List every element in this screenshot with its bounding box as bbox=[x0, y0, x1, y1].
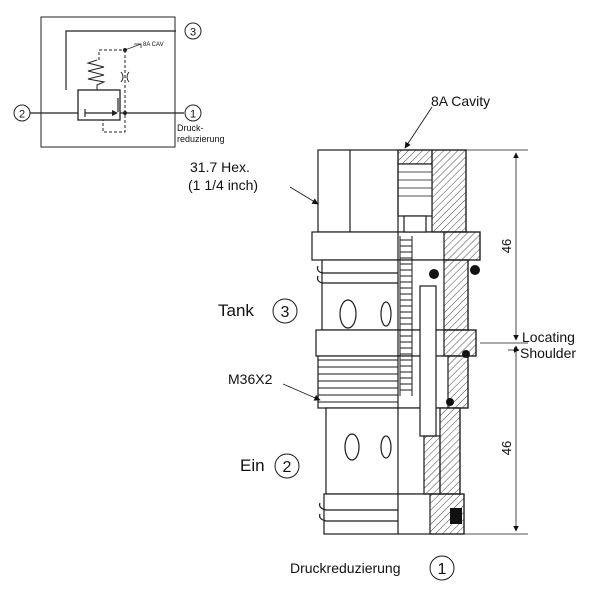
cavity-leader bbox=[404, 106, 433, 149]
adjust-screw bbox=[397, 163, 433, 217]
callout-leaders bbox=[282, 106, 433, 401]
valve-spool-box bbox=[77, 89, 121, 121]
locating-shoulder-label-2: Shoulder bbox=[520, 345, 576, 361]
schematic-function-label-1: Druck- bbox=[177, 123, 204, 133]
tank-port-number: 3 bbox=[281, 304, 290, 321]
hex-label-line2: (1 1/4 inch) bbox=[188, 177, 258, 193]
hex-label-line1: 31.7 Hex. bbox=[190, 159, 250, 175]
tank-port-circle bbox=[272, 298, 298, 324]
port-2-circle bbox=[13, 104, 31, 122]
tank-label: Tank bbox=[218, 301, 254, 320]
tank-port-hole-2 bbox=[380, 301, 392, 327]
pilot-dashed-line bbox=[98, 49, 126, 133]
in-port-circle bbox=[274, 453, 300, 479]
bottom-function-label: Druckreduzierung bbox=[290, 560, 401, 576]
bottom-port-number: 1 bbox=[438, 561, 447, 578]
tank-port-hole bbox=[339, 299, 357, 329]
thread-leader bbox=[282, 383, 321, 401]
cavity-label: 8A Cavity bbox=[431, 93, 490, 109]
orifice-icon bbox=[120, 71, 130, 83]
in-port-number: 2 bbox=[283, 459, 292, 476]
section-hatch-head bbox=[431, 149, 467, 233]
spring-icon bbox=[86, 59, 106, 90]
section-view bbox=[397, 149, 481, 535]
schematic-line-port-3 bbox=[65, 30, 176, 90]
schematic-border bbox=[40, 16, 176, 148]
inlet-port-hole-2 bbox=[380, 435, 392, 459]
thread-section bbox=[317, 355, 469, 409]
spool bbox=[419, 285, 437, 437]
o-rings-black bbox=[429, 265, 480, 524]
inlet-port-hole bbox=[344, 433, 360, 461]
bottom-port-circle bbox=[429, 555, 455, 581]
in-label: Ein bbox=[240, 456, 265, 475]
port-3-circle bbox=[184, 22, 202, 40]
dim-upper-value: 46 bbox=[499, 239, 514, 253]
port-holes bbox=[339, 299, 392, 461]
schematic-function-label-2: reduzierung bbox=[177, 134, 225, 144]
spring-section-icon bbox=[399, 236, 413, 396]
schematic-cavity-tag: 8A CAV bbox=[143, 42, 164, 48]
dimension-lines bbox=[464, 149, 528, 535]
thread-lines bbox=[318, 359, 398, 403]
port-2-number: 2 bbox=[19, 109, 25, 121]
o-ring-grooves bbox=[316, 265, 398, 522]
locating-shoulder-label-1: Locating bbox=[522, 329, 575, 345]
section-hatch-collar bbox=[443, 231, 481, 261]
dim-lower-value: 46 bbox=[499, 441, 514, 455]
thread-label: M36X2 bbox=[228, 371, 273, 387]
port-1-circle bbox=[184, 104, 202, 122]
hex-leader bbox=[289, 186, 319, 205]
section-hatch-body bbox=[443, 259, 469, 331]
port-1-number: 1 bbox=[190, 109, 196, 121]
port-3-number: 3 bbox=[190, 27, 196, 39]
hydraulic-schematic: 3 2 1 8A CAV Druck- reduzierung bbox=[13, 16, 225, 148]
